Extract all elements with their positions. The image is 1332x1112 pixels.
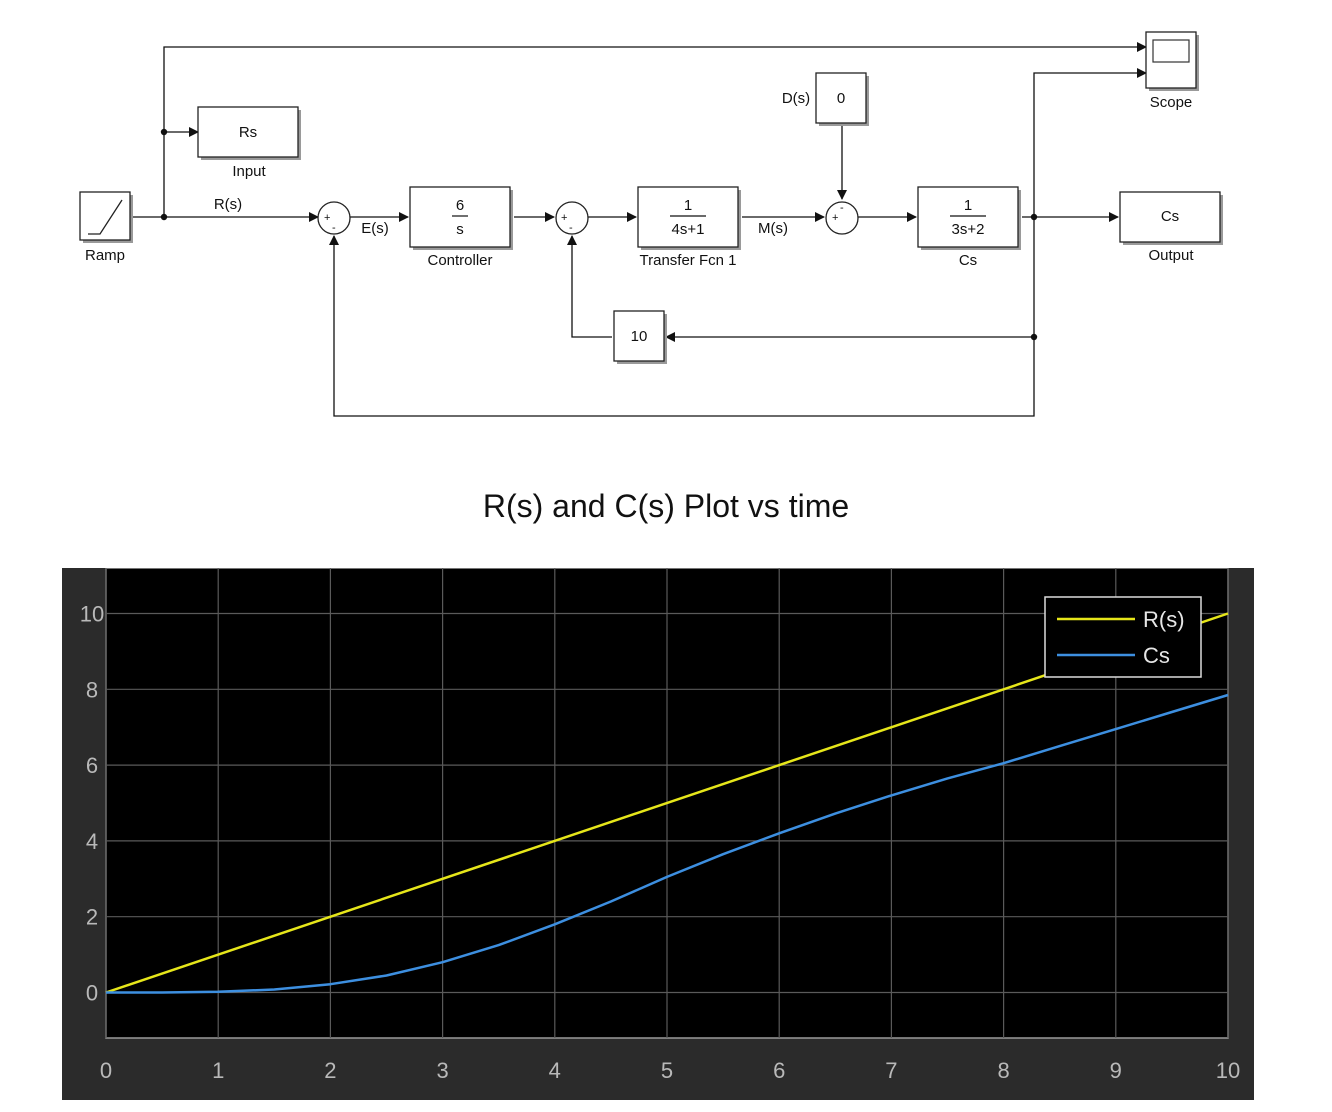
- x-tick-label: 4: [549, 1058, 561, 1083]
- signal-m-label: M(s): [758, 220, 788, 237]
- plant-cs-block[interactable]: 1 3s+2: [917, 186, 1021, 250]
- x-tick-label: 1: [212, 1058, 224, 1083]
- series-line-0: [105, 612, 1229, 994]
- sum1-plus-sign: +: [324, 212, 330, 224]
- disturbance-value: 0: [837, 90, 845, 107]
- x-tick-label: 6: [773, 1058, 785, 1083]
- gain-value: 10: [631, 328, 648, 345]
- branch-dots: [160, 128, 1038, 341]
- sum2-minus-sign: -: [569, 222, 573, 234]
- scope-block[interactable]: [1145, 31, 1199, 91]
- x-tick-label: 7: [885, 1058, 897, 1083]
- plant-numerator: 1: [964, 197, 972, 214]
- signal-wires: [132, 42, 1147, 417]
- legend-entry-1: Cs: [1143, 643, 1170, 668]
- legend-entry-0: R(s): [1143, 607, 1185, 632]
- plot-title: R(s) and C(s) Plot vs time: [482, 488, 850, 524]
- y-tick-label: 8: [86, 677, 98, 702]
- x-tick-label: 3: [436, 1058, 448, 1083]
- output-label: Output: [1148, 247, 1194, 264]
- legend-box: [1044, 596, 1202, 678]
- plant-denominator: 3s+2: [952, 221, 985, 238]
- signal-d-label: D(s): [782, 90, 810, 107]
- sum1-minus-sign: -: [332, 222, 336, 234]
- sum-junction-2[interactable]: + -: [555, 201, 589, 235]
- output-block[interactable]: Cs: [1119, 191, 1223, 245]
- y-tick-label: 6: [86, 753, 98, 778]
- x-tick-label: 8: [997, 1058, 1009, 1083]
- tf1-numerator: 1: [684, 197, 692, 214]
- line-chart: 0 1 2 3 4 5 6 7 8 9 10 0 2 4 6 8 10 R(s) Cs: [80, 568, 1240, 1083]
- x-tick-label: 10: [1216, 1058, 1240, 1083]
- x-tick-label: 0: [100, 1058, 112, 1083]
- signal-e-label: E(s): [361, 220, 389, 237]
- controller-label: Controller: [427, 252, 492, 269]
- y-tick-label: 0: [86, 981, 98, 1006]
- output-block-text: Cs: [1161, 208, 1179, 225]
- transfer-fcn-1-block[interactable]: 1 4s+1: [637, 186, 741, 250]
- sum3-minus-sign: -: [840, 202, 844, 214]
- scope-screen-icon: [1152, 39, 1190, 63]
- x-tick-label: 2: [324, 1058, 336, 1083]
- disturbance-constant-block[interactable]: 0: [815, 72, 869, 126]
- transfer-fcn-1-label: Transfer Fcn 1: [640, 252, 737, 269]
- tf1-denominator: 4s+1: [672, 221, 705, 238]
- scope-plot-panel: 0 1 2 3 4 5 6 7 8 9 10 0 2 4 6 8 10 R(s) Cs: [62, 568, 1254, 1100]
- x-tick-label: 9: [1110, 1058, 1122, 1083]
- sum3-plus-sign: +: [832, 212, 838, 224]
- y-tick-label: 10: [80, 601, 104, 626]
- controller-denominator: s: [456, 221, 464, 238]
- block-diagram: Ramp Rs Input R(s) + - E(s) 6 s Controll…: [79, 31, 1223, 417]
- input-label: Input: [232, 163, 266, 180]
- ramp-block[interactable]: [79, 191, 133, 243]
- plant-label: Cs: [959, 252, 977, 269]
- input-block-text: Rs: [239, 124, 257, 141]
- y-tick-label: 2: [86, 905, 98, 930]
- gain-block[interactable]: 10: [613, 310, 667, 364]
- y-tick-label: 4: [86, 829, 98, 854]
- scope-label: Scope: [1150, 94, 1193, 111]
- series-line-1: [106, 693, 1229, 994]
- input-block[interactable]: Rs: [197, 106, 301, 160]
- sum-junction-1[interactable]: + -: [317, 201, 351, 235]
- signal-r-label: R(s): [214, 196, 242, 213]
- controller-block[interactable]: 6 s: [409, 186, 513, 250]
- sum2-plus-sign: +: [561, 212, 567, 224]
- sum-junction-3[interactable]: + -: [825, 201, 859, 235]
- x-tick-label: 5: [661, 1058, 673, 1083]
- controller-numerator: 6: [456, 197, 464, 214]
- ramp-label: Ramp: [85, 247, 125, 264]
